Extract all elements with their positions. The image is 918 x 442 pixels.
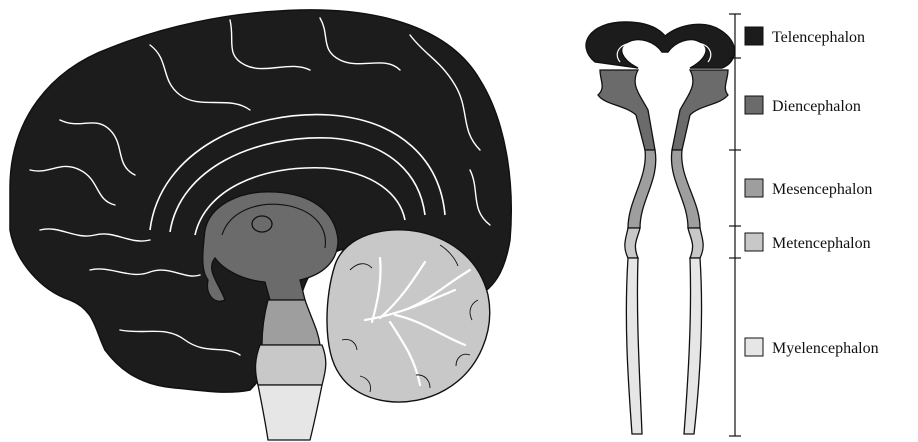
neural-tube-myelencephalon [626, 258, 701, 434]
sagittal-brain [10, 10, 511, 440]
midbrain-region [262, 300, 320, 345]
legend-swatch-telencephalon [745, 27, 763, 45]
legend: Telencephalon Diencephalon Mesencephalon… [745, 27, 879, 357]
legend-swatch-mesencephalon [745, 179, 763, 197]
legend-label-metencephalon: Metencephalon [772, 235, 871, 252]
neural-tube-diencephalon [598, 70, 728, 150]
pons-region [256, 345, 326, 385]
legend-label-myelencephalon: Myelencephalon [772, 340, 879, 357]
legend-item-diencephalon: Diencephalon [745, 96, 861, 115]
cerebellum [327, 230, 490, 402]
legend-label-diencephalon: Diencephalon [772, 98, 861, 115]
legend-swatch-diencephalon [745, 96, 763, 114]
neural-tube-telencephalon [586, 22, 734, 68]
legend-swatch-metencephalon [745, 233, 763, 251]
legend-item-myelencephalon: Myelencephalon [745, 338, 879, 357]
legend-label-telencephalon: Telencephalon [772, 29, 865, 46]
legend-label-mesencephalon: Mesencephalon [772, 181, 872, 198]
legend-item-telencephalon: Telencephalon [745, 27, 865, 46]
neural-tube [586, 22, 734, 434]
legend-item-mesencephalon: Mesencephalon [745, 179, 872, 198]
legend-item-metencephalon: Metencephalon [745, 233, 871, 252]
legend-swatch-myelencephalon [745, 338, 763, 356]
neural-tube-mesencephalon [628, 150, 700, 228]
neural-tube-metencephalon [625, 228, 703, 258]
region-bracket [729, 14, 741, 436]
medulla-region [258, 385, 322, 440]
